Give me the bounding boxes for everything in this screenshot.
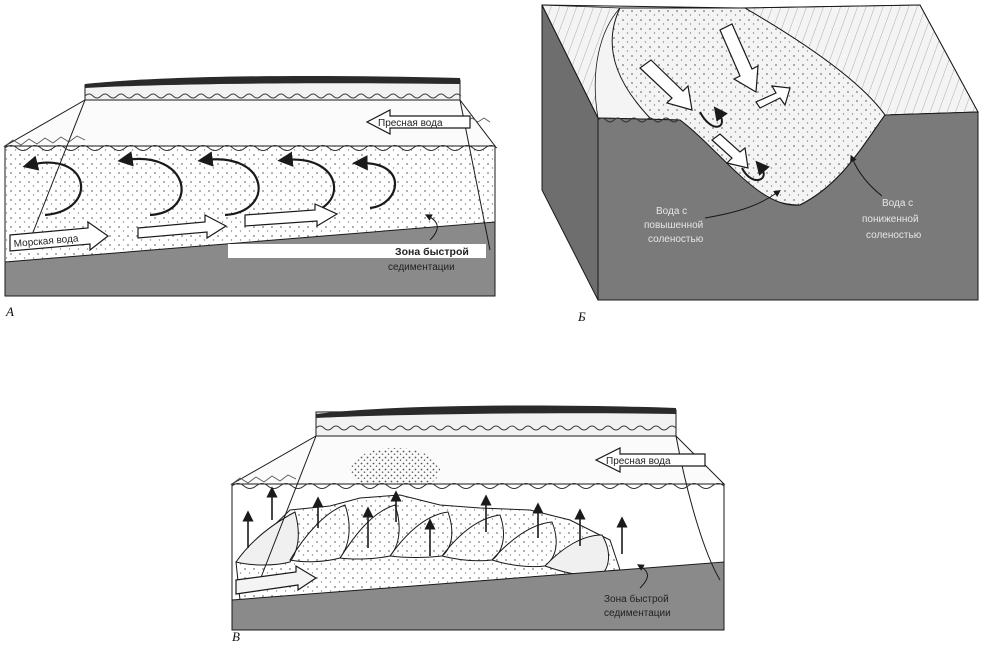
panel-c-sediment-cloud (350, 448, 440, 492)
panel-b-swirl-2 (741, 160, 770, 181)
panel-c-rapid-zone-label-1: Зона быстрой (604, 593, 669, 605)
panel-a-flow-arrow-2 (244, 203, 339, 228)
panel-c-inflow-arrow (235, 564, 318, 595)
panel-a-fresh-water-arrow (365, 109, 471, 135)
panel-c-edge-left (259, 435, 317, 581)
panel-c-seafloor (231, 561, 725, 631)
panel-b-low-salinity-line-2: пониженной (862, 214, 919, 225)
panel-a-flow-arrow-1 (137, 214, 228, 240)
panel-c-shore-dark (316, 405, 676, 418)
panel-a-front-wave (4, 145, 498, 151)
panel-b-arrow-down-2 (711, 133, 749, 169)
panel-b-letter: Б (577, 309, 586, 324)
panel-a-circulation-2 (117, 151, 183, 217)
panel-c-lobe-5 (441, 514, 504, 562)
panel-a-rapid-zone-leader (424, 214, 438, 241)
panel-a: Пресная вода Морская вода Зона быстрой с… (3, 76, 498, 319)
panel-c-lobe-6 (491, 521, 557, 568)
panel-c-wave-row (315, 425, 677, 431)
panel-a-rapid-zone-label-1: Зона быстрой (395, 246, 469, 258)
panel-c-rapid-zone-leader (636, 564, 648, 589)
panel-c-letter: В (232, 629, 240, 644)
panel-a-label-backing (228, 244, 486, 258)
panel-c-fresh-water-label: Пресная вода (606, 456, 671, 467)
panel-b-arrow-right-1 (755, 85, 791, 109)
panel-b-left-bank (541, 4, 621, 119)
panel-a-rapid-zone-label-2: седиментации (388, 262, 455, 273)
panel-a-circulation-3 (197, 151, 260, 217)
panel-a-wave-row (84, 93, 462, 99)
panel-b-high-salinity-line-3: соленостью (648, 234, 704, 245)
panel-a-edge-left (29, 99, 86, 241)
panel-c-rapid-zone-label-2: седиментации (604, 608, 671, 619)
panel-a-letter: А (5, 304, 14, 319)
panel-b-front-wave (597, 117, 679, 123)
panel-a-shore-dark (85, 76, 460, 88)
panel-b: Вода с повышенной соленостью Вода с пони… (541, 4, 979, 324)
panel-b-high-salinity-line-1: Вода с (656, 206, 687, 217)
panel-c-fresh-water-arrow (594, 447, 706, 473)
panel-a-circulation-5 (352, 155, 397, 210)
panel-b-low-salinity-line-3: соленостью (866, 230, 922, 241)
panel-c-left-sidewave (231, 474, 297, 485)
panel-a-fresh-water-label: Пресная вода (378, 118, 443, 129)
panel-a-sea-water-arrow (9, 220, 110, 252)
panel-c-lobe-3 (339, 504, 400, 560)
panel-c-lobe-4 (389, 511, 453, 558)
panel-a-circulation-1 (22, 155, 83, 217)
panel-b-arrow-upstream (719, 23, 759, 94)
panel-b-arrow-down-1 (639, 59, 693, 111)
panel-b-low-salinity-leader (850, 154, 883, 197)
panel-c-lobe-1 (235, 511, 299, 566)
panel-b-front-block (597, 111, 979, 301)
panel-b-high-salinity-leader (704, 189, 781, 219)
panel-c-lobe-2 (289, 504, 350, 563)
panel-b-low-salinity-line-1: Вода с (882, 198, 913, 209)
panel-c-front-wave (231, 483, 725, 489)
panel-b-high-salinity-line-2: повышенной (644, 220, 703, 231)
panel-a-left-sidewave (4, 135, 86, 147)
panel-c: Пресная вода Зона быстрой седиментации В (230, 405, 726, 644)
panel-a-seafloor (4, 221, 496, 297)
panel-b-swirl-1 (699, 106, 728, 128)
